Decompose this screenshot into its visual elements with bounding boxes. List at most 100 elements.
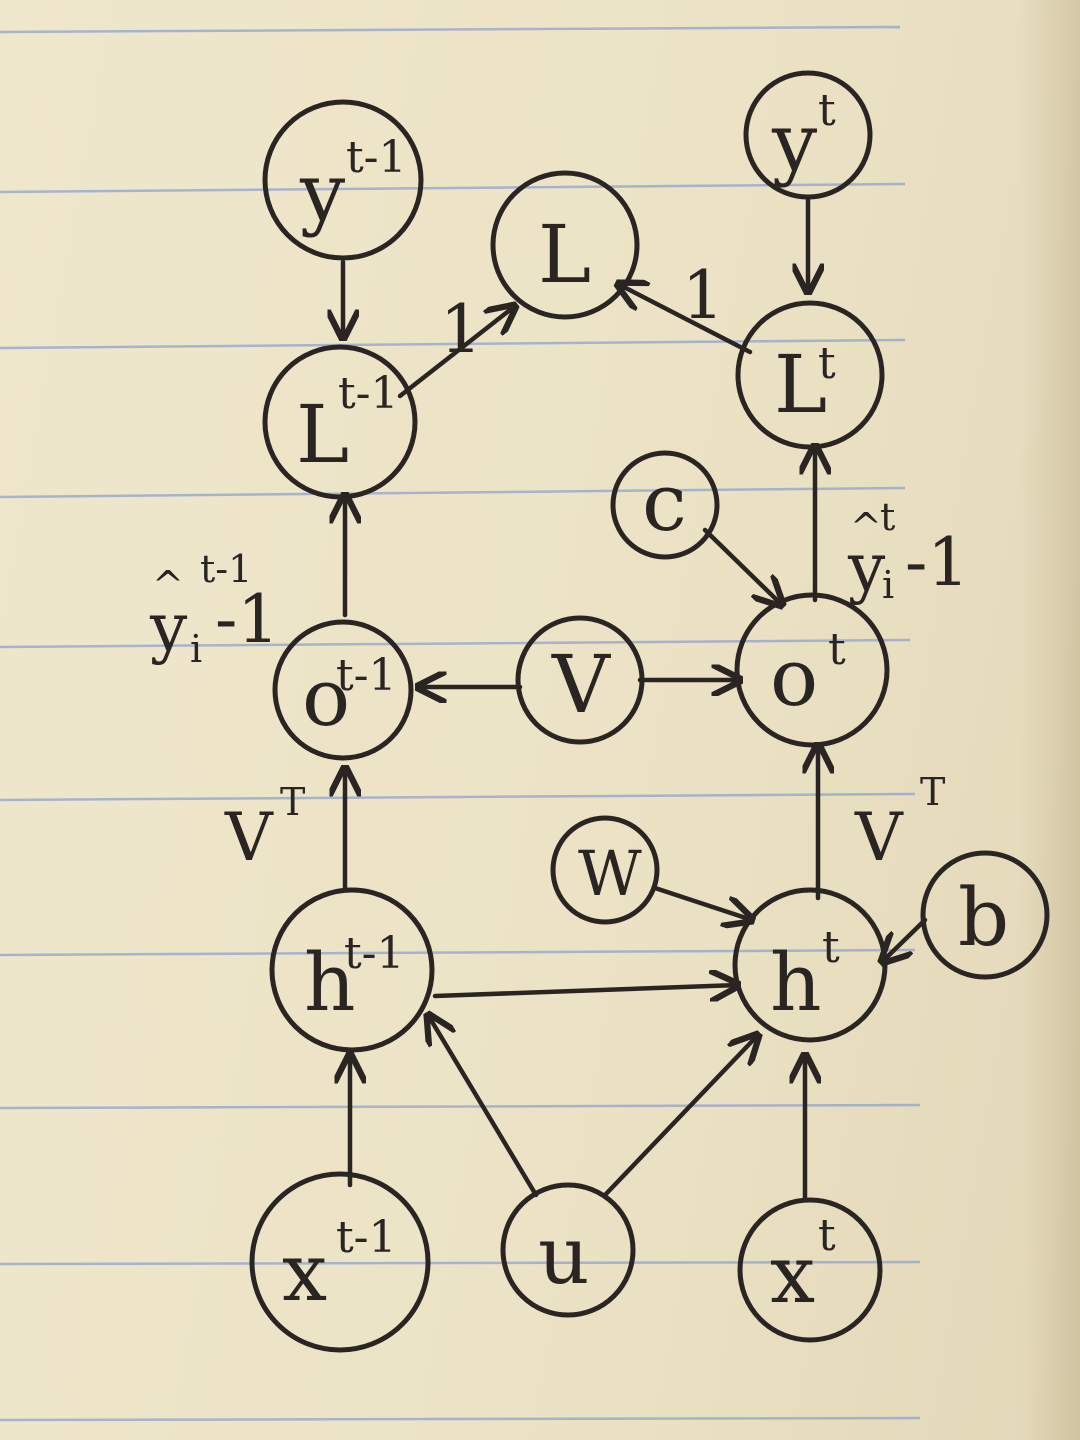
node-circle (743, 70, 873, 200)
label-suffix: -1 (905, 524, 969, 601)
node-symbol: L (538, 208, 591, 301)
node-L-prev: L t-1 (262, 344, 418, 500)
node-W: W (550, 815, 660, 925)
ruled-line (0, 182, 906, 194)
edge-c-to-ocurr (702, 527, 782, 605)
node-c: c (610, 450, 720, 560)
ruled-line (0, 948, 916, 957)
node-circle (500, 1182, 636, 1318)
node-superscript: t (828, 624, 846, 675)
node-L-total: L (490, 170, 640, 320)
node-circle (269, 887, 435, 1053)
node-symbol: h (304, 936, 356, 1029)
node-symbol: o (770, 631, 818, 724)
node-circle (737, 1197, 883, 1343)
label-superscript: t (880, 495, 895, 539)
node-L-curr: L t (735, 300, 885, 450)
label-superscript: t-1 (200, 547, 252, 591)
node-V: V (515, 615, 645, 745)
edge-label-VT-right: V T (854, 770, 945, 876)
label-main: V (854, 799, 904, 876)
node-circle (272, 619, 414, 761)
edge-label-grad-Lcurr: 1 (682, 257, 724, 334)
node-superscript: t (818, 338, 836, 389)
edge-label-grad-Lprev: 1 (440, 291, 482, 368)
node-symbol: y (771, 96, 817, 189)
edge-label-VT-left: V T (224, 780, 305, 876)
node-circle (490, 170, 640, 320)
node-circle (249, 1171, 431, 1353)
node-symbol: y (299, 146, 345, 239)
node-superscript: t-1 (338, 368, 399, 419)
edge-b-to-hcurr (882, 917, 928, 962)
label-superscript: T (280, 780, 305, 824)
node-b: b (920, 850, 1050, 980)
edges (343, 197, 928, 1203)
ruled-line (0, 25, 901, 34)
node-circle (262, 99, 424, 261)
node-superscript: t (822, 922, 840, 973)
node-superscript: t (818, 1210, 836, 1261)
node-circle (610, 450, 720, 560)
node-superscript: t (818, 85, 836, 136)
ruled-line (0, 338, 906, 350)
node-x-curr: x t (737, 1197, 883, 1343)
node-superscript: t-1 (336, 650, 397, 701)
ruled-line (0, 486, 906, 499)
node-symbol: L (774, 338, 827, 431)
node-symbol: o (302, 651, 350, 744)
node-symbol: x (770, 1228, 815, 1321)
node-symbol: b (958, 871, 1009, 964)
node-circle (515, 615, 645, 745)
label-main: y (847, 529, 886, 606)
node-y-curr: y t (743, 70, 873, 200)
node-o-prev: o t-1 (272, 619, 414, 761)
edge-label-grad-ocurr: ^ t y i -1 (847, 495, 969, 607)
node-circle (262, 344, 418, 500)
hat-mark: ^ (850, 505, 882, 549)
node-symbol: u (538, 1209, 590, 1302)
node-o-curr: o t (734, 592, 890, 748)
label-main: y (149, 589, 188, 666)
ruled-line (0, 792, 916, 802)
edge-hprev-to-hcurr (432, 985, 738, 996)
node-superscript: t-1 (336, 1212, 397, 1263)
edge-label-grad-oprev: ^ t-1 y i -1 (149, 547, 279, 671)
node-symbol: L (296, 388, 349, 481)
label-subscript: i (190, 627, 202, 671)
label-suffix: -1 (215, 581, 279, 658)
node-h-curr: h t (732, 887, 888, 1043)
ruled-line (0, 1103, 921, 1110)
node-y-prev: y t-1 (262, 99, 424, 261)
label-superscript: T (920, 770, 945, 814)
node-symbol: h (770, 936, 822, 1029)
label-main: V (224, 799, 274, 876)
node-circle (735, 300, 885, 450)
page-edge-shadow (1020, 0, 1080, 1440)
node-h-prev: h t-1 (269, 887, 435, 1053)
edge-U-to-hcurr (602, 1035, 758, 1198)
hat-mark: ^ (152, 563, 184, 607)
node-superscript: t-1 (344, 928, 405, 979)
edge-Lcurr-to-L (618, 284, 753, 355)
node-superscript: t-1 (346, 132, 407, 183)
label-subscript: i (882, 563, 894, 607)
node-U: u (500, 1182, 636, 1318)
node-circle (550, 815, 660, 925)
edge-U-to-hprev (428, 1015, 539, 1198)
node-symbol: x (282, 1226, 327, 1319)
edge-W-to-hcurr (652, 885, 752, 920)
edge-Lprev-to-L (397, 306, 515, 399)
node-circle (920, 850, 1050, 980)
node-symbol: c (642, 456, 687, 549)
node-symbol: W (578, 837, 642, 910)
node-circle (732, 887, 888, 1043)
ruled-line (0, 1260, 921, 1266)
node-x-prev: x t-1 (249, 1171, 431, 1353)
ruled-line (0, 1416, 921, 1422)
node-circle (734, 592, 890, 748)
ruled-line (0, 638, 911, 649)
